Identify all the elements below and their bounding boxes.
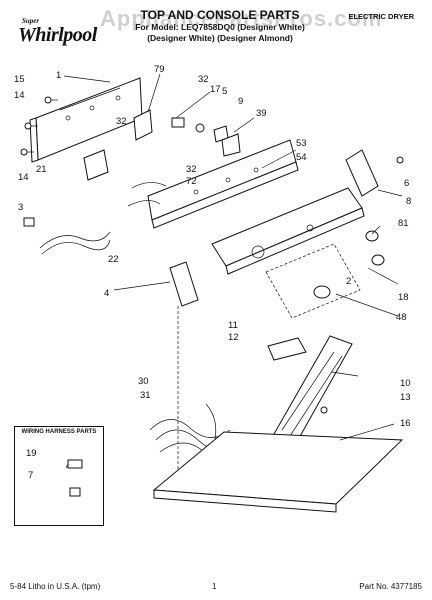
footer-litho: 5-84 Litho in U.S.A. (tpm) [10, 582, 101, 591]
callout-2: 2 [346, 276, 351, 287]
callout-16: 16 [400, 418, 411, 429]
callout-81: 81 [398, 218, 409, 229]
callout-4: 4 [104, 288, 109, 299]
callout-6: 6 [404, 178, 409, 189]
brand-small-text: Super [22, 17, 40, 25]
screw-13 [320, 406, 328, 414]
callout-10: 10 [400, 378, 411, 389]
callout-11: 11 [228, 320, 238, 331]
leader-lines [63, 73, 403, 469]
callout-12: 12 [228, 332, 239, 343]
lint-screen-11 [267, 337, 307, 361]
screw-15 [44, 96, 58, 104]
callout-18: 18 [398, 292, 409, 303]
screw-14b [20, 148, 34, 156]
watermark: AppliancePartsPros.com [100, 6, 383, 31]
footer-part-number: Part No. 4377185 [359, 582, 422, 591]
callout-39: 39 [256, 108, 267, 119]
end-cap-right [345, 149, 379, 197]
wire-32-72 [127, 182, 167, 207]
model-line-2: (Designer White) (Designer Almond) [147, 32, 293, 43]
wiring-harness-legend: WIRING HARNESS PARTS [14, 426, 104, 526]
knob-81 [365, 230, 379, 242]
screw-14 [24, 122, 38, 130]
legend-title: WIRING HARNESS PARTS [21, 429, 97, 435]
knob-5 [195, 123, 205, 133]
callout-labels: 1 79 32 17 5 15 14 32 9 39 53 54 21 32 7… [14, 64, 411, 481]
callout-31: 31 [140, 390, 151, 401]
callout-14b: 14 [18, 172, 29, 183]
legend-part-7 [69, 487, 81, 497]
model-line: For Model: LEQ7858DQ0 (Designer White) [135, 22, 305, 33]
callout-17: 17 [210, 84, 221, 95]
bracket-79 [133, 109, 153, 141]
title-block: TOP AND CONSOLE PARTS For Model: LEQ7858… [120, 8, 320, 43]
callout-30: 30 [138, 376, 149, 387]
callout-22: 22 [108, 254, 119, 265]
callout-5: 5 [222, 86, 227, 97]
callout-21: 21 [36, 164, 47, 175]
callout-9: 9 [238, 96, 243, 107]
switch-17 [171, 117, 185, 128]
console-panel [147, 139, 299, 229]
callout-32c: 32 [186, 164, 197, 175]
callout-15: 15 [14, 74, 25, 85]
callout-53: 53 [296, 138, 307, 149]
callout-72: 72 [186, 176, 197, 187]
document-type: ELECTRIC DRYER [348, 12, 414, 21]
callout-48: 48 [396, 312, 407, 323]
callout-8: 8 [406, 196, 411, 207]
brand-name: Whirlpool [18, 24, 97, 46]
knob-18 [371, 254, 385, 266]
callout-19: 19 [26, 448, 37, 459]
callout-7: 7 [28, 470, 33, 481]
callout-3: 3 [18, 202, 23, 213]
dryer-top-16 [152, 431, 404, 513]
callout-79: 79 [154, 64, 165, 75]
console-base [211, 187, 365, 275]
end-cap-left [169, 261, 199, 307]
rear-control-panel [29, 77, 143, 163]
timer-21 [83, 149, 109, 181]
callout-54: 54 [296, 152, 307, 163]
callout-14a: 14 [14, 90, 25, 101]
bracket-39 [221, 133, 241, 157]
callout-32a: 32 [198, 74, 209, 85]
callout-1: 1 [56, 70, 61, 81]
footer-page-number: 1 [212, 582, 217, 591]
callout-13: 13 [400, 392, 411, 403]
knob-48 [313, 285, 331, 299]
wiring-harness-22 [23, 217, 111, 255]
screw-6 [396, 156, 404, 164]
callout-32b: 32 [116, 116, 127, 127]
page-title: TOP AND CONSOLE PARTS [140, 8, 300, 22]
